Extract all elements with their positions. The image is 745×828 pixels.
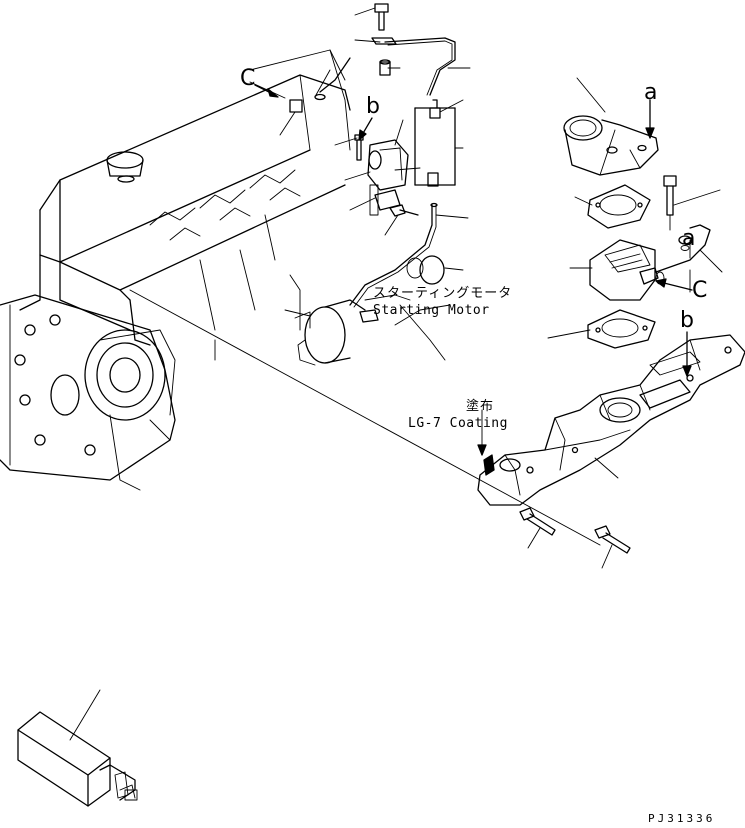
gasket-upper [587,184,651,229]
outlet-bolt [663,175,677,231]
fuel-line-assembly [289,3,456,308]
document-number: PJ31336 [648,812,716,825]
starting-motor-label-jp: スターティングモータ [373,286,513,301]
callout-c-top: C [240,66,256,91]
water-outlet-elbow [563,115,659,176]
engine-block [0,49,351,491]
lg7-applicator [17,711,138,807]
starting-motor-label-en: Starting Motor [373,303,490,318]
callout-c-right: C [692,278,708,303]
manifold [477,334,745,506]
callout-arrows [254,84,693,456]
callout-b-right: b [680,308,694,333]
thermostat-housing [589,224,711,301]
gasket-lower [587,309,656,349]
callout-b-center: b [366,94,380,119]
starting-motor [289,255,451,366]
coating-label-en: LG-7 Coating [408,416,508,431]
leader-lines [69,7,723,741]
manifold-bolts [519,507,631,554]
alignment-line [129,289,601,546]
coating-label-jp: 塗布 [466,399,495,414]
callout-a-top: a [644,80,658,105]
callout-a-mid: a [682,226,696,251]
